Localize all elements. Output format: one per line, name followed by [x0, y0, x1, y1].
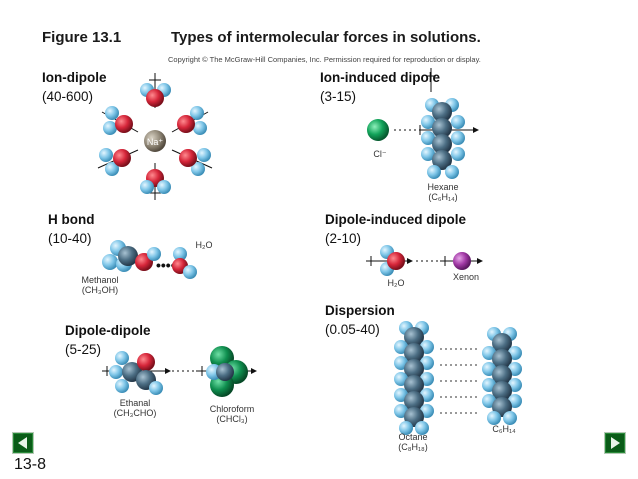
octane-label: Octane (C₈H₁₈): [398, 432, 428, 452]
copyright-notice: Copyright © The McGraw-Hill Companies, I…: [168, 55, 481, 64]
water-molecule: [380, 245, 405, 276]
hydrogen-bond-dots: ••••: [156, 257, 176, 273]
dipole-induced-dipole-range: (2-10): [325, 231, 362, 246]
slide-number: 13-8: [14, 456, 47, 473]
triangle-right-icon: [611, 437, 620, 449]
figure-label: Figure 13.1: [42, 29, 122, 46]
water-partner-label: H₂O: [195, 240, 213, 250]
dispersion-title: Dispersion: [325, 303, 395, 318]
chloroform-molecule: [206, 346, 248, 397]
next-slide-button[interactable]: [604, 432, 626, 454]
xenon-label: Xenon: [452, 272, 480, 282]
water-molecule: [171, 148, 213, 176]
dipole-dipole-group: [102, 346, 257, 397]
h-bond-title: H bond: [48, 212, 95, 227]
figure-title: Types of intermolecular forces in soluti…: [171, 29, 481, 46]
dispersion-group: [394, 321, 522, 435]
hexane-label: Hexane (C₆H₁₄): [427, 182, 459, 202]
previous-slide-button[interactable]: [12, 432, 34, 454]
sodium-ion-label: Na⁺: [147, 137, 164, 147]
hexane-molecule: [482, 327, 522, 425]
h-bond-group: ••••: [102, 240, 197, 279]
chloride-ion: [367, 119, 389, 141]
water-molecule: [171, 106, 209, 135]
ethanal-molecule: [109, 351, 163, 395]
h-bond-range: (10-40): [48, 231, 92, 246]
dipole-induced-dipole-title: Dipole-induced dipole: [325, 212, 466, 227]
methanol-label: Methanol (CH₃OH): [81, 275, 119, 295]
methanol-molecule: [102, 240, 161, 272]
water-label: H₂O: [387, 278, 405, 288]
dipole-induced-dipole-group: [366, 245, 483, 276]
xenon-atom: [453, 252, 471, 270]
hexane-formula-label: C₆H₁₄: [492, 424, 516, 434]
ion-induced-dipole-group: Cl⁻: [367, 98, 479, 179]
water-molecule: [140, 163, 171, 200]
water-molecule: [172, 247, 197, 279]
ethanal-label: Ethanal (CH₃CHO): [113, 398, 157, 418]
ion-induced-dipole-title: Ion-induced dipole: [320, 70, 440, 85]
sodium-ion: [144, 130, 166, 152]
water-molecule: [140, 73, 171, 108]
dipole-dipole-range: (5-25): [65, 342, 102, 357]
triangle-left-icon: [18, 437, 27, 449]
hexane-molecule: [421, 98, 465, 179]
ion-dipole-range: (40-600): [42, 89, 94, 104]
water-molecule: [101, 106, 139, 135]
chloride-ion-label: Cl⁻: [373, 149, 386, 159]
chloroform-label: Chloroform (CHCl₃): [209, 404, 255, 424]
ion-dipole-title: Ion-dipole: [42, 70, 107, 85]
octane-molecule: [394, 321, 434, 435]
dipole-dipole-title: Dipole-dipole: [65, 323, 151, 338]
water-molecule: [97, 148, 139, 176]
ion-dipole-cluster: Na⁺: [97, 73, 213, 200]
ion-induced-dipole-range: (3-15): [320, 89, 357, 104]
dispersion-dots: [440, 348, 478, 414]
dispersion-range: (0.05-40): [325, 322, 380, 337]
